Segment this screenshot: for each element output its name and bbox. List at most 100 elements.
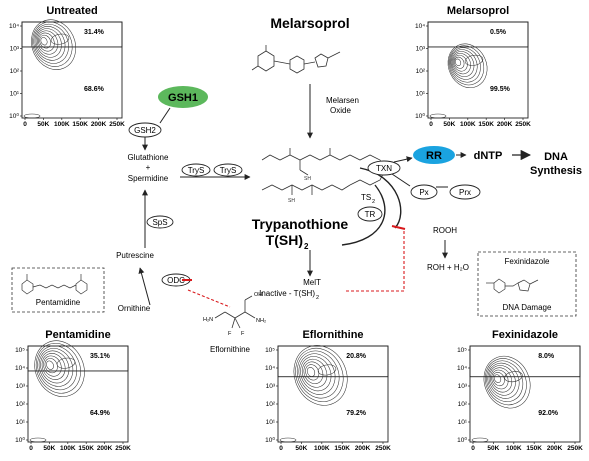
melarsen-oxide-label-1: Melarsen [326,96,359,105]
pentamidine-gate-upper [27,345,129,372]
rr-node [413,146,455,164]
untreated-contours [23,19,77,119]
melarsoprol-structure [251,45,341,74]
melarsoprol-x-tick: 200K [497,121,513,128]
eflornithine-x-tick: 250K [375,445,391,452]
flow-panel-fexinidazole: Fexinidazole8.0%92.0%10⁵10⁴10³10²10¹10⁰0… [457,329,583,452]
eflornithine-y-tick: 10² [266,401,276,408]
sh-label-2: SH [288,198,295,204]
untreated-x-tick: 200K [91,121,107,128]
eflornithine-upper-pct: 20.8% [346,353,367,360]
roh-label: ROH + H₂O [427,263,469,272]
pentamidine-upper-pct: 35.1% [90,353,111,360]
ts2-label: TS [361,193,371,202]
txn-to-px-line [391,173,411,187]
melt-label: MelT [303,278,321,287]
pentamidine-panel-title: Pentamidine [45,329,110,341]
pentamidine-x-tick: 200K [97,445,113,452]
px-node [410,184,438,200]
fexinidazole-structure [486,278,539,294]
melarsoprol-panel-title: Melarsoprol [447,5,509,17]
fexinidazole-upper-pct: 8.0% [538,353,555,360]
trys-label-2: TryS [220,166,237,175]
sps-node [146,215,174,229]
pentamidine-contours [29,340,85,443]
untreated-x-tick: 50K [37,121,49,128]
eflornithine-x-tick: 100K [314,445,330,452]
melarsoprol-y-tick: 10² [416,68,426,75]
fexinidazole-x-tick: 50K [487,445,499,452]
fexinidazole-box [477,251,577,317]
untreated-panel-title: Untreated [46,5,97,17]
melarsoprol-gate-upper [427,21,529,48]
pentamidine-x-tick: 250K [115,445,131,452]
pentamidine-x-tick: 150K [78,445,94,452]
pentamidine-y-tick: 10⁵ [15,347,25,354]
untreated-upper-pct: 31.4% [84,29,105,36]
melarsoprol-contours [429,43,488,119]
rooh-label: ROOH [433,226,457,235]
melt-inhibit-line [346,229,405,292]
tr-inhibit-bar [391,225,406,230]
pentamidine-box-label: Pentamidine [36,298,81,307]
synthesis-label: Synthesis [530,165,582,177]
eflornithine-y-tick: 10³ [266,383,276,390]
f-label-2: F [241,331,245,337]
melarsoprol-y-tick: 10³ [416,46,426,53]
odc-label: ODC [167,276,185,285]
fexinidazole-lower-pct: 92.0% [538,410,559,417]
oh-label: OH [254,292,262,298]
tr-cycle-arc [341,184,386,246]
eflornithine-y-tick: 10¹ [266,419,276,426]
txn-to-rr-arrow [393,156,413,163]
eflornithine-lower-pct: 79.2% [346,410,367,417]
gsh1-node [158,86,208,108]
trys-node-2 [213,163,243,177]
rr-label: RR [426,150,442,162]
fexinidazole-y-tick: 10¹ [458,419,468,426]
fexinidazole-y-tick: 10³ [458,383,468,390]
flow-panel-pentamidine: Pentamidine35.1%64.9%10⁵10⁴10³10²10¹10⁰0… [15,329,131,452]
trypanothione-label: Trypanothione [252,216,349,232]
prx-label: Prx [459,188,471,197]
tsh2-label: T(SH) [266,232,303,248]
h2n-label: H₂N [203,317,213,323]
tr-node [357,206,383,222]
ornithine-label: Ornithine [118,304,151,313]
melarsoprol-y-tick: 10⁴ [415,23,425,30]
tr-label: TR [365,210,376,219]
eflornithine-y-tick: 10⁰ [265,436,275,444]
prx-node [449,184,481,200]
melarsoprol-y-tick: 10¹ [416,91,426,98]
fexinidazole-y-tick: 10² [458,401,468,408]
pentamidine-structure [21,274,88,295]
fexinidazole-y-tick: 10⁴ [457,365,467,372]
melarsoprol-x-tick: 100K [460,121,476,128]
txn-node [367,160,401,176]
melarsoprol-upper-pct: 0.5% [490,29,507,36]
untreated-y-tick: 10¹ [10,91,20,98]
pentamidine-x-tick: 100K [60,445,76,452]
eflornithine-contours [279,345,348,443]
fexinidazole-y-tick: 10⁰ [457,436,467,444]
melarsoprol-drug-label: Melarsoprol [270,15,349,31]
eflornithine-x-tick: 50K [295,445,307,452]
pentamidine-y-tick: 10⁰ [15,436,25,444]
ts2-subscript: 2 [372,199,375,205]
gsh2-label: GSH2 [134,126,156,135]
eflornithine-x-tick: 200K [355,445,371,452]
untreated-y-tick: 10⁰ [9,112,19,120]
eflornithine-x-tick: 0 [279,445,283,452]
gsh1-label: GSH1 [168,92,198,104]
melarsoprol-lower-pct: 99.5% [490,86,511,93]
pentamidine-y-tick: 10³ [16,383,26,390]
untreated-y-tick: 10³ [10,46,20,53]
melt-inactive-subscript: 2 [316,295,319,301]
dna-damage-label: DNA Damage [503,303,552,312]
melarsoprol-x-tick: 50K [443,121,455,128]
sps-label: SpS [152,218,167,227]
fexinidazole-panel-title: Fexinidazole [492,329,558,341]
